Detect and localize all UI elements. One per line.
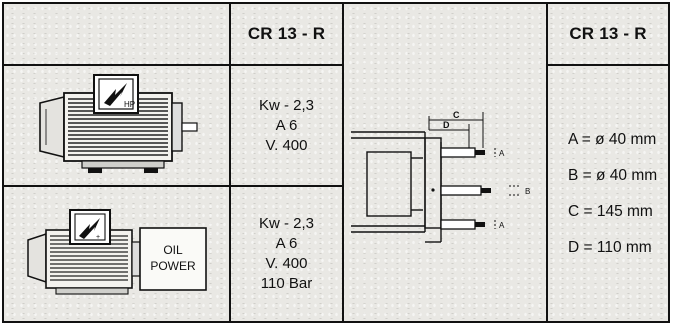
lightning-icon [103,83,127,106]
motor-flange [170,102,183,152]
cylinder-drawing: C D A B A [351,110,530,243]
cylinder-drawing-cell: C D A B A [344,4,546,321]
label-d: D [443,120,450,130]
row-divider [4,185,342,187]
oil-power-box [138,227,207,291]
motor-header [4,4,229,64]
motor-base [80,160,165,169]
dimension-b: B = ø 40 mm [568,166,658,184]
power-label: POWER [150,259,196,273]
label-c: C [453,110,460,120]
electric-motor-icon: HP [38,74,198,173]
cylinder-middle [440,184,491,196]
label-a-top: A [499,149,505,158]
spec-power: Kw - 2,3 [258,215,315,232]
oil-power-image-cell: OIL POWER + [4,187,229,321]
motor-shaft [180,122,198,132]
spec-current: A 6 [275,116,298,134]
column-divider [229,4,231,321]
cylinder-top [440,146,485,158]
column-divider [342,4,344,321]
oil-power-motor-icon: OIL POWER + [26,209,207,295]
motor-end-cap [38,95,65,159]
row1-specs: Kw - 2,3 A 6 V. 400 [231,66,342,185]
spec-power: Kw - 2,3 [258,96,315,114]
dimension-c: C = 145 mm [568,202,653,220]
oil-label: OIL [163,243,183,257]
dimensions-header: CR 13 - R [569,24,647,43]
spec-voltage: V. 400 [265,136,308,154]
motor-image-cell: HP [4,66,229,185]
header-divider [4,64,342,66]
label-b: B [525,187,530,196]
hp-label: HP [124,100,135,109]
lightning-icon [78,218,100,239]
spec-pressure: 110 Bar [260,275,313,292]
column-divider [546,4,548,321]
row2-specs: Kw - 2,3 A 6 V. 400 110 Bar [231,187,342,321]
dimension-d: D = 110 mm [568,238,652,256]
spec-table: CR 13 - R CR 13 - R [2,2,670,323]
spec-voltage: V. 400 [265,255,308,272]
header-divider [546,64,668,66]
plus-label: + [96,234,100,241]
dimensions-list: A = ø 40 mm B = ø 40 mm C = 145 mm D = 1… [548,66,668,321]
spec-current: A 6 [275,235,298,252]
dimension-a: A = ø 40 mm [568,130,657,148]
label-a-bottom: A [499,221,505,230]
cylinder-bottom [440,218,485,230]
model-header: CR 13 - R [247,24,326,43]
